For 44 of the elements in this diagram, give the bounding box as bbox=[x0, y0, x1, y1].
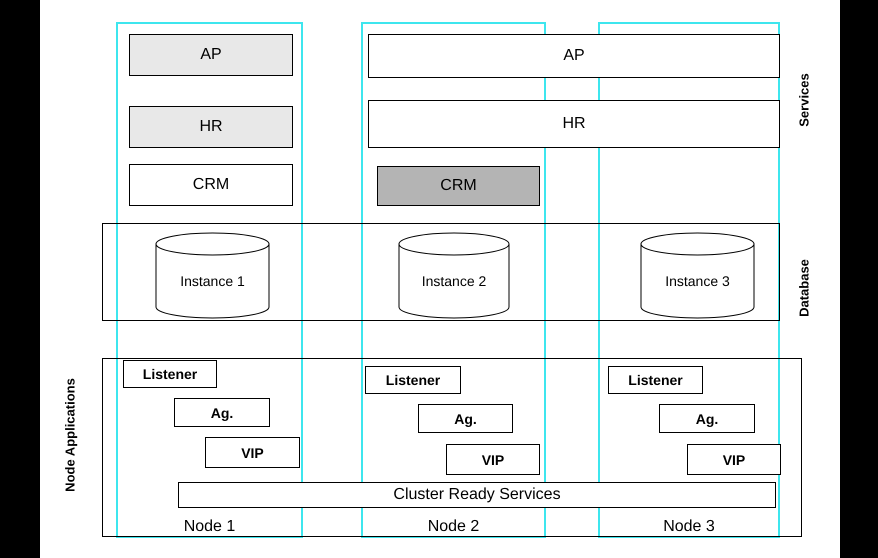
box-label: HR bbox=[562, 115, 586, 133]
component-box bbox=[365, 366, 461, 394]
group-frame bbox=[102, 223, 780, 321]
box-label: CRM bbox=[192, 176, 230, 194]
component-box bbox=[659, 404, 755, 433]
service-box bbox=[377, 166, 540, 206]
service-box bbox=[129, 106, 293, 148]
box-label: AP bbox=[200, 46, 222, 64]
box-label: Ag. bbox=[454, 410, 477, 426]
node-label: Node 1 bbox=[184, 518, 236, 536]
box-label: Ag. bbox=[696, 410, 718, 426]
box-label: HR bbox=[199, 118, 223, 136]
component-box bbox=[608, 366, 703, 394]
node-label: Node 3 bbox=[663, 518, 715, 536]
component-box bbox=[418, 404, 513, 433]
component-box bbox=[174, 398, 270, 427]
box-label: Listener bbox=[628, 372, 683, 388]
service-box bbox=[178, 482, 776, 508]
section-label: Database bbox=[796, 259, 812, 317]
service-box bbox=[368, 100, 780, 148]
section-label: Node Applications bbox=[62, 378, 78, 492]
component-box bbox=[687, 444, 781, 475]
component-box bbox=[123, 360, 217, 388]
box-label: VIP bbox=[482, 452, 504, 468]
box-label: Listener bbox=[386, 372, 440, 388]
box-label: AP bbox=[563, 47, 585, 65]
group-frame bbox=[102, 358, 802, 537]
service-box bbox=[368, 34, 780, 78]
box-label: VIP bbox=[241, 444, 264, 460]
service-box bbox=[129, 34, 293, 76]
component-box bbox=[205, 437, 300, 468]
instance-label: Instance 1 bbox=[179, 272, 246, 288]
box-label: Cluster Ready Services bbox=[393, 486, 561, 504]
node-label: Node 2 bbox=[428, 518, 480, 536]
box-label: Ag. bbox=[210, 404, 234, 420]
node-column bbox=[116, 22, 303, 538]
section-label: Services bbox=[796, 73, 812, 127]
box-label: VIP bbox=[722, 452, 746, 468]
box-label: Listener bbox=[142, 366, 198, 382]
component-box bbox=[446, 444, 540, 475]
instance-label: Instance 3 bbox=[664, 272, 731, 288]
service-box bbox=[129, 164, 293, 206]
box-label: CRM bbox=[440, 177, 477, 195]
instance-label: Instance 2 bbox=[420, 272, 488, 288]
